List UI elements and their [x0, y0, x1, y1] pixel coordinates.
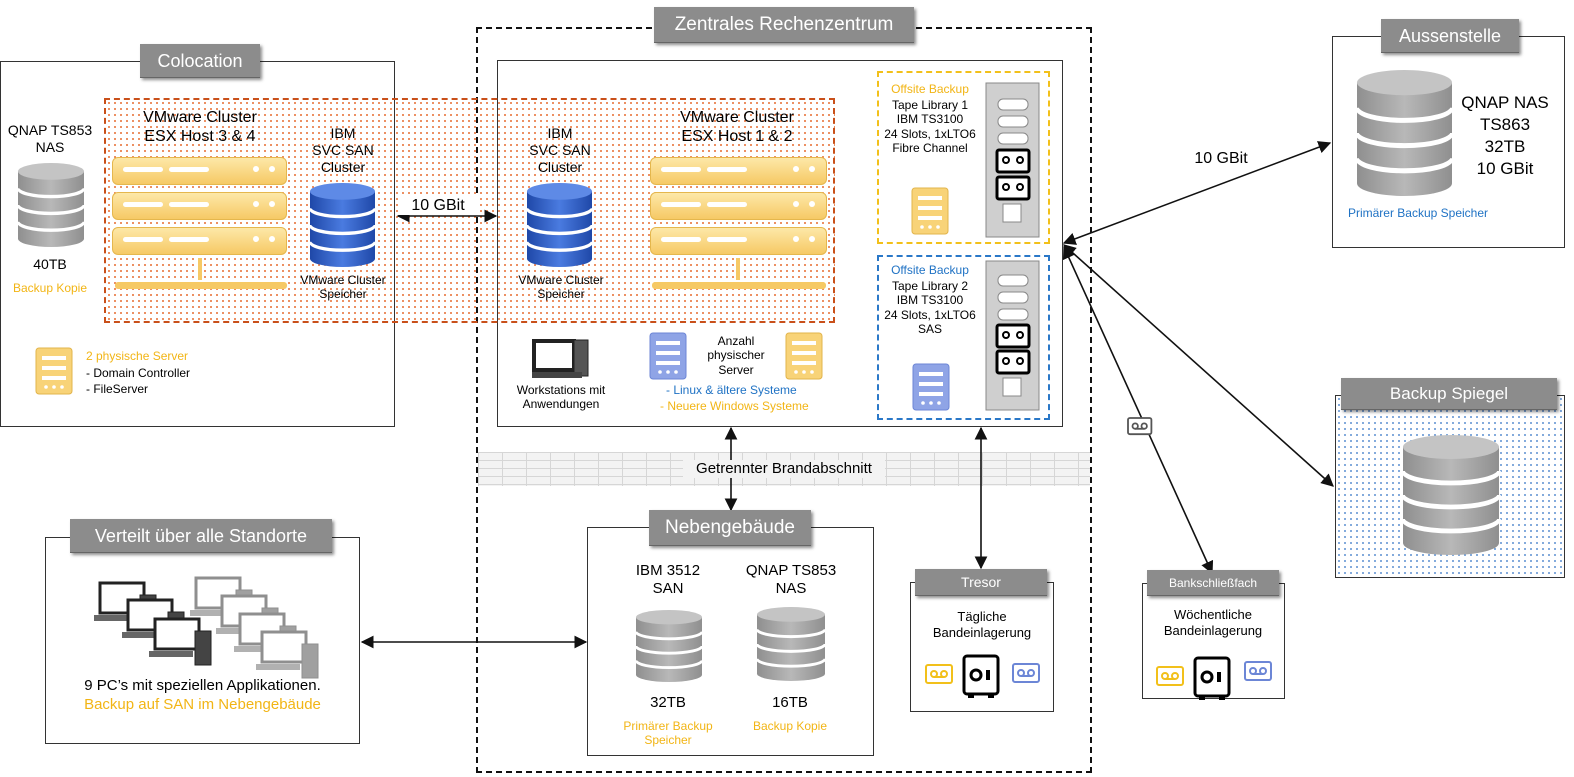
tresor-safe-icon — [962, 654, 1000, 700]
colocation-title: Colocation — [140, 44, 260, 78]
brandabschnitt-wall — [478, 452, 1090, 486]
qnap-neben-label: QNAP TS853 NAS — [745, 562, 837, 597]
ibm-svc-rz-db-icon — [525, 181, 594, 269]
tape2-heading: Offsite Backup — [891, 263, 969, 277]
nebengebaeude-title: Nebengebäude — [649, 510, 811, 546]
link-rz-bank — [1062, 245, 1214, 575]
ibm-3512-db-icon — [634, 608, 704, 684]
aussenstelle-nas-text: QNAP NAS TS863 32TB 10 GBit — [1461, 93, 1549, 179]
qnap-colocation-db-icon — [16, 161, 86, 249]
vmware-colocation-title: VMware Cluster ESX Host 3 & 4 — [143, 109, 257, 146]
tape1-box — [877, 71, 1050, 244]
rz-phys-windows: - Neuere Windows Systeme — [660, 399, 809, 413]
ibm-svc-colocation-label: IBM SVC SAN Cluster — [312, 125, 374, 175]
tape1-text: Tape Library 1 IBM TS3100 24 Slots, 1xLT… — [884, 98, 976, 156]
aussenstelle-title: Aussenstelle — [1381, 19, 1519, 53]
verteilt-backup: Backup auf SAN im Nebengebäude — [84, 696, 321, 713]
rz-linux-server-icon — [649, 332, 687, 380]
link-rz-aussenstelle — [1062, 141, 1332, 245]
tresor-text: Tägliche Bandeinlagerung — [932, 609, 1032, 640]
qnap-neben-db-icon — [755, 605, 827, 683]
bank-title: Bankschließfach — [1147, 570, 1279, 596]
tape2-server-icon — [912, 363, 950, 411]
coloc-phys-item-1: - Domain Controller — [86, 366, 191, 380]
bank-safe-icon — [1193, 656, 1231, 702]
tape1-heading: Offsite Backup — [891, 82, 969, 96]
verteilt-text: 9 PC’s mit speziellen Applikationen. — [84, 677, 321, 694]
link-rz-spiegel — [1063, 244, 1334, 487]
bank-tape-yellow-icon — [1156, 666, 1184, 686]
qnap-colocation-size: 40TB — [33, 256, 67, 272]
aussenstelle-role: Primärer Backup Speicher — [1347, 206, 1489, 220]
tape2-box — [877, 255, 1050, 420]
bank-tape-blue-icon — [1244, 661, 1272, 681]
aussenstelle-db-icon — [1357, 70, 1452, 196]
link-10gbit-label: 10 GBit — [398, 196, 478, 216]
qnap-colocation-role: Backup Kopie — [12, 281, 88, 295]
qnap-neben-size: 16TB — [772, 694, 808, 711]
nebengebaeude-box — [587, 527, 874, 756]
tape-library-2-icon — [985, 260, 1040, 411]
backup-spiegel-db-icon — [1403, 435, 1499, 555]
ibm-svc-colocation-storage: VMware Cluster Speicher — [300, 273, 386, 302]
qnap-neben-role: Backup Kopie — [752, 719, 828, 733]
tresor-title: Tresor — [915, 569, 1047, 596]
coloc-phys-item-2: - FileServer — [86, 382, 149, 396]
qnap-colocation-label: QNAP TS853 NAS — [7, 122, 93, 155]
coloc-phys-server-icon — [35, 347, 73, 395]
pc-cluster-icon — [92, 576, 320, 680]
tresor-tape-blue-icon — [1012, 663, 1040, 683]
tape2-text: Tape Library 2 IBM TS3100 24 Slots, 1xLT… — [884, 279, 976, 337]
aussenstelle-link-label: 10 GBit — [1194, 150, 1248, 167]
ibm-svc-rz-storage: VMware Cluster Speicher — [518, 273, 604, 302]
vmware-rz-title: VMware Cluster ESX Host 1 & 2 — [680, 109, 794, 146]
ibm-3512-label: IBM 3512 SAN — [635, 562, 701, 597]
transport-tape-icon — [1127, 417, 1153, 436]
verteilt-title: Verteilt über alle Standorte — [70, 519, 332, 553]
bank-text: Wöchentliche Bandeinlagerung — [1163, 607, 1263, 638]
rz-phys-label: Anzahl physischer Server — [707, 334, 765, 377]
rechenzentrum-title: Zentrales Rechenzentrum — [654, 7, 914, 43]
tresor-tape-yellow-icon — [925, 664, 953, 684]
ibm-svc-colocation-db-icon — [308, 181, 377, 269]
tape-library-1-icon — [985, 82, 1040, 238]
tape1-server-icon — [911, 187, 949, 235]
brandabschnitt-label: Getrennter Brandabschnitt — [683, 460, 885, 478]
workstations-label: Workstations mit Anwendungen — [516, 383, 606, 412]
ibm-svc-rz-label: IBM SVC SAN Cluster — [529, 125, 591, 175]
backup-spiegel-title: Backup Spiegel — [1341, 378, 1557, 410]
rz-phys-linux: - Linux & ältere Systeme — [666, 383, 797, 397]
rz-windows-server-icon — [785, 332, 823, 380]
ibm-3512-size: 32TB — [650, 694, 686, 711]
coloc-phys-title: 2 physische Server — [86, 349, 189, 363]
ibm-3512-role: Primärer Backup Speicher — [623, 719, 713, 748]
workstation-icon — [532, 339, 589, 378]
